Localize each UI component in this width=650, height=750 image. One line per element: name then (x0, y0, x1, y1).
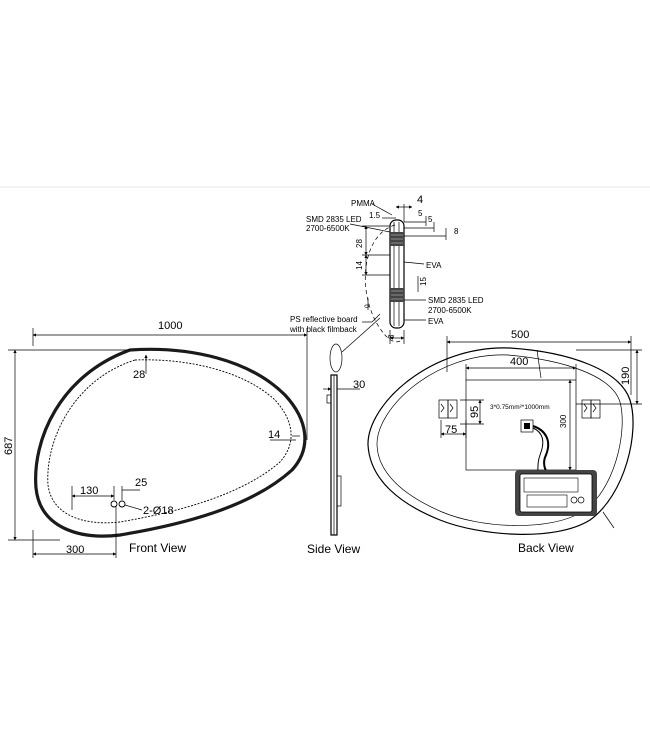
side-bracket-bottom (336, 475, 342, 507)
dim-15: 15 (419, 277, 428, 286)
side-detail-circle (329, 343, 343, 373)
section-back-view: 500 400 190 95 75 300 3*0.75mm²*1000mm B… (367, 329, 642, 555)
dim-front-holes: 2-Ø18 (143, 505, 174, 517)
dim-1-5: 1.5 (369, 211, 381, 220)
label-pmma: PMMA (351, 199, 376, 208)
dim-back-300: 300 (559, 414, 568, 428)
back-bracket-left (438, 399, 458, 419)
dim-front-height: 687 (3, 437, 15, 455)
detail-frame-outer (389, 219, 405, 329)
dim-front-130: 130 (80, 485, 98, 497)
title-back-view: Back View (518, 541, 574, 555)
section-detail: PMMA 4 SMD 2835 LED 2700-6500K 1.5 5 5 8… (289, 194, 484, 344)
dim-back-95: 95 (469, 406, 481, 418)
title-front-view: Front View (129, 541, 186, 555)
side-bracket-top (326, 394, 332, 404)
dim-front-300: 300 (66, 544, 84, 556)
dim-back-500: 500 (511, 329, 529, 341)
section-side-view: 30 Side View (307, 317, 381, 556)
label-board-line1: PS reflective board (290, 315, 358, 324)
label-led-bottom-line2: 2700-6500K (428, 306, 472, 315)
dim-0: 0 (364, 304, 371, 308)
back-outline-outer (367, 347, 634, 535)
dim-front-28: 28 (133, 369, 145, 381)
dim-8: 8 (454, 227, 459, 236)
dim-back-400: 400 (510, 356, 528, 368)
dim-side-30: 30 (353, 379, 365, 391)
front-mirror-outline (34, 347, 307, 538)
back-cable (532, 425, 550, 475)
dim-14: 14 (355, 261, 364, 270)
label-board-line2: with black filmback (289, 325, 358, 334)
label-led-bottom-line1: SMD 2835 LED (428, 296, 484, 305)
dim-front-width: 1000 (158, 320, 182, 332)
dim-back-75: 75 (445, 424, 457, 436)
dim-back-190: 190 (620, 367, 632, 385)
front-led-band (47, 359, 292, 524)
dim-5b: 5 (428, 215, 433, 224)
title-side-view: Side View (307, 542, 360, 556)
label-led-top-line2: 2700-6500K (306, 224, 350, 233)
detail-dashed-ellipse (364, 224, 403, 343)
front-hole-1 (110, 500, 118, 508)
dim-5a: 5 (418, 209, 423, 218)
dim-4: 4 (417, 194, 423, 206)
dim-28: 28 (355, 239, 364, 248)
dim-8-bottom: 8 (387, 334, 396, 339)
back-driver-box (515, 470, 597, 516)
section-front-view: 1000 687 28 14 130 25 2-Ø18 300 Front Vi… (3, 320, 308, 558)
dim-front-14: 14 (268, 429, 280, 441)
label-eva-top: EVA (426, 261, 442, 270)
label-cable-spec: 3*0.75mm²*1000mm (490, 404, 550, 411)
label-eva-bottom: EVA (428, 317, 444, 326)
back-bracket-right (581, 399, 601, 419)
front-hole-2 (118, 500, 126, 508)
back-outline-inner (376, 354, 623, 526)
label-led-top-line1: SMD 2835 LED (306, 215, 362, 224)
dim-front-25: 25 (135, 477, 147, 489)
